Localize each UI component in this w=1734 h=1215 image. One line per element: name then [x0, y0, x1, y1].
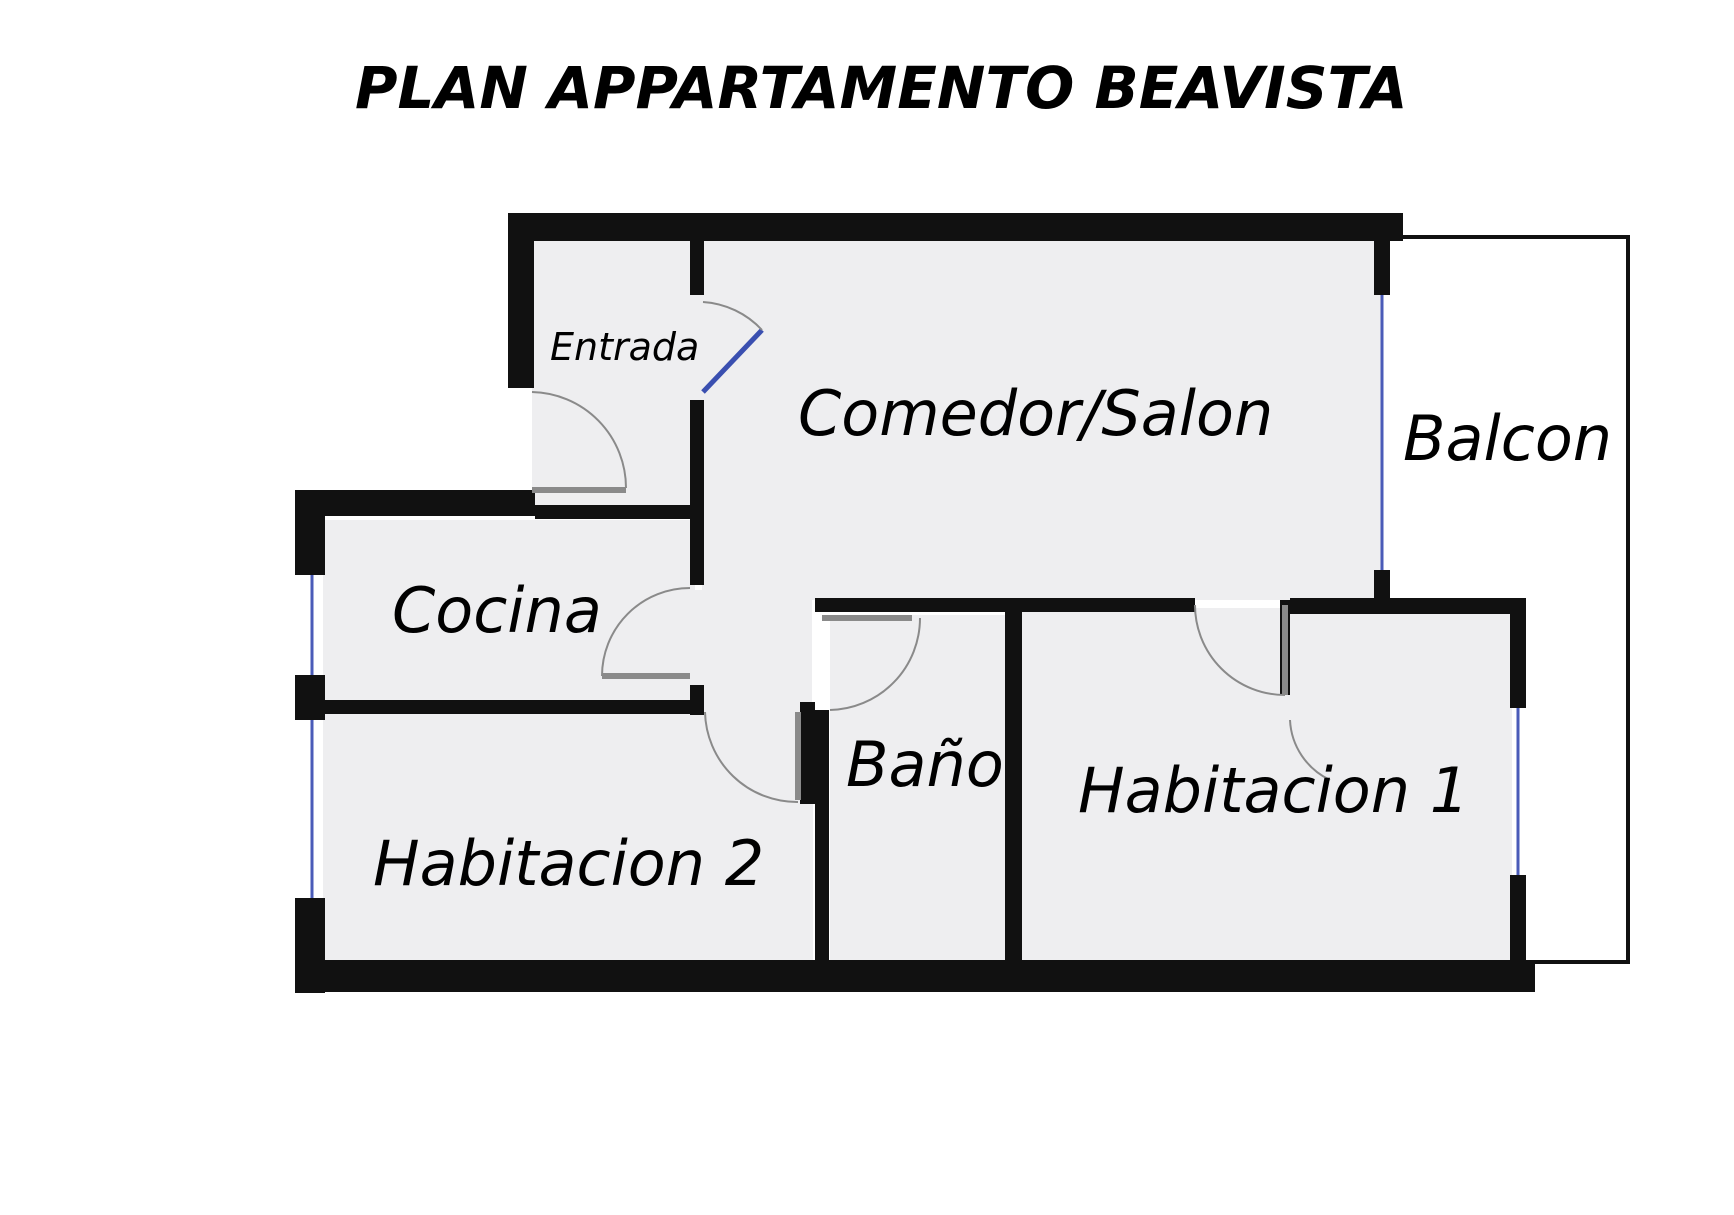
wall-entrance-living-upper	[690, 213, 704, 295]
balcony-outline	[1390, 235, 1630, 964]
label-cocina: Cocina	[392, 574, 602, 647]
floor-habitacion-2	[323, 712, 813, 962]
wall-kitchen-top	[295, 490, 535, 516]
wall-bedroom1-top	[1290, 598, 1522, 614]
wall-bedroom1-right-lower	[1510, 875, 1526, 965]
wall-entrance-left	[508, 213, 534, 388]
doors	[531, 301, 1331, 804]
wall-bottom	[295, 960, 1535, 992]
floor-comedor	[702, 240, 1382, 600]
windows	[310, 295, 1520, 898]
label-comedor-salon: Comedor/Salon	[798, 377, 1273, 450]
door-bath-swing	[829, 617, 921, 711]
door-entrance-living	[701, 328, 764, 394]
walls	[295, 213, 1535, 993]
wall-kitchen-bedroom2	[295, 700, 703, 714]
plan-title: PLAN APPARTAMENTO BEAVISTA	[355, 54, 1407, 122]
label-balcon: Balcon	[1403, 402, 1612, 475]
floor-hall	[690, 590, 812, 720]
floor-bano	[830, 615, 1005, 960]
wall-living-right-upper	[1374, 213, 1390, 295]
door-bedroom-1-swing-inner	[1289, 719, 1331, 781]
wall-living-right-lower	[1374, 570, 1390, 605]
wall-left-1	[295, 490, 325, 575]
wall-hall-stub	[690, 685, 704, 715]
door-main-entrance-swing	[531, 391, 627, 489]
wall-kitchen-top-2	[535, 505, 700, 519]
wall-bath-left	[815, 710, 829, 962]
wall-entrance-living-lower	[690, 400, 704, 585]
label-habitacion-2: Habitacion 2	[373, 827, 764, 900]
label-entrada: Entrada	[550, 325, 699, 369]
wall-bath-left-stub	[800, 702, 815, 804]
door-entrance-living-swing	[702, 301, 763, 331]
wall-bath-bedroom1	[1005, 605, 1022, 962]
door-kitchen-swing	[601, 587, 691, 677]
room-labels: Entrada Comedor/Salon Balcon Cocina Baño…	[373, 325, 1612, 900]
label-bano: Baño	[846, 728, 1004, 801]
door-bedroom-1-swing	[1194, 604, 1286, 696]
door-bedroom-2-swing	[704, 711, 799, 804]
floor-habitacion-1	[1022, 608, 1512, 960]
floor-entrada	[532, 240, 702, 515]
wall-top	[508, 213, 1403, 241]
wall-bedroom1-right-upper	[1510, 598, 1526, 708]
label-habitacion-1: Habitacion 1	[1078, 754, 1469, 827]
